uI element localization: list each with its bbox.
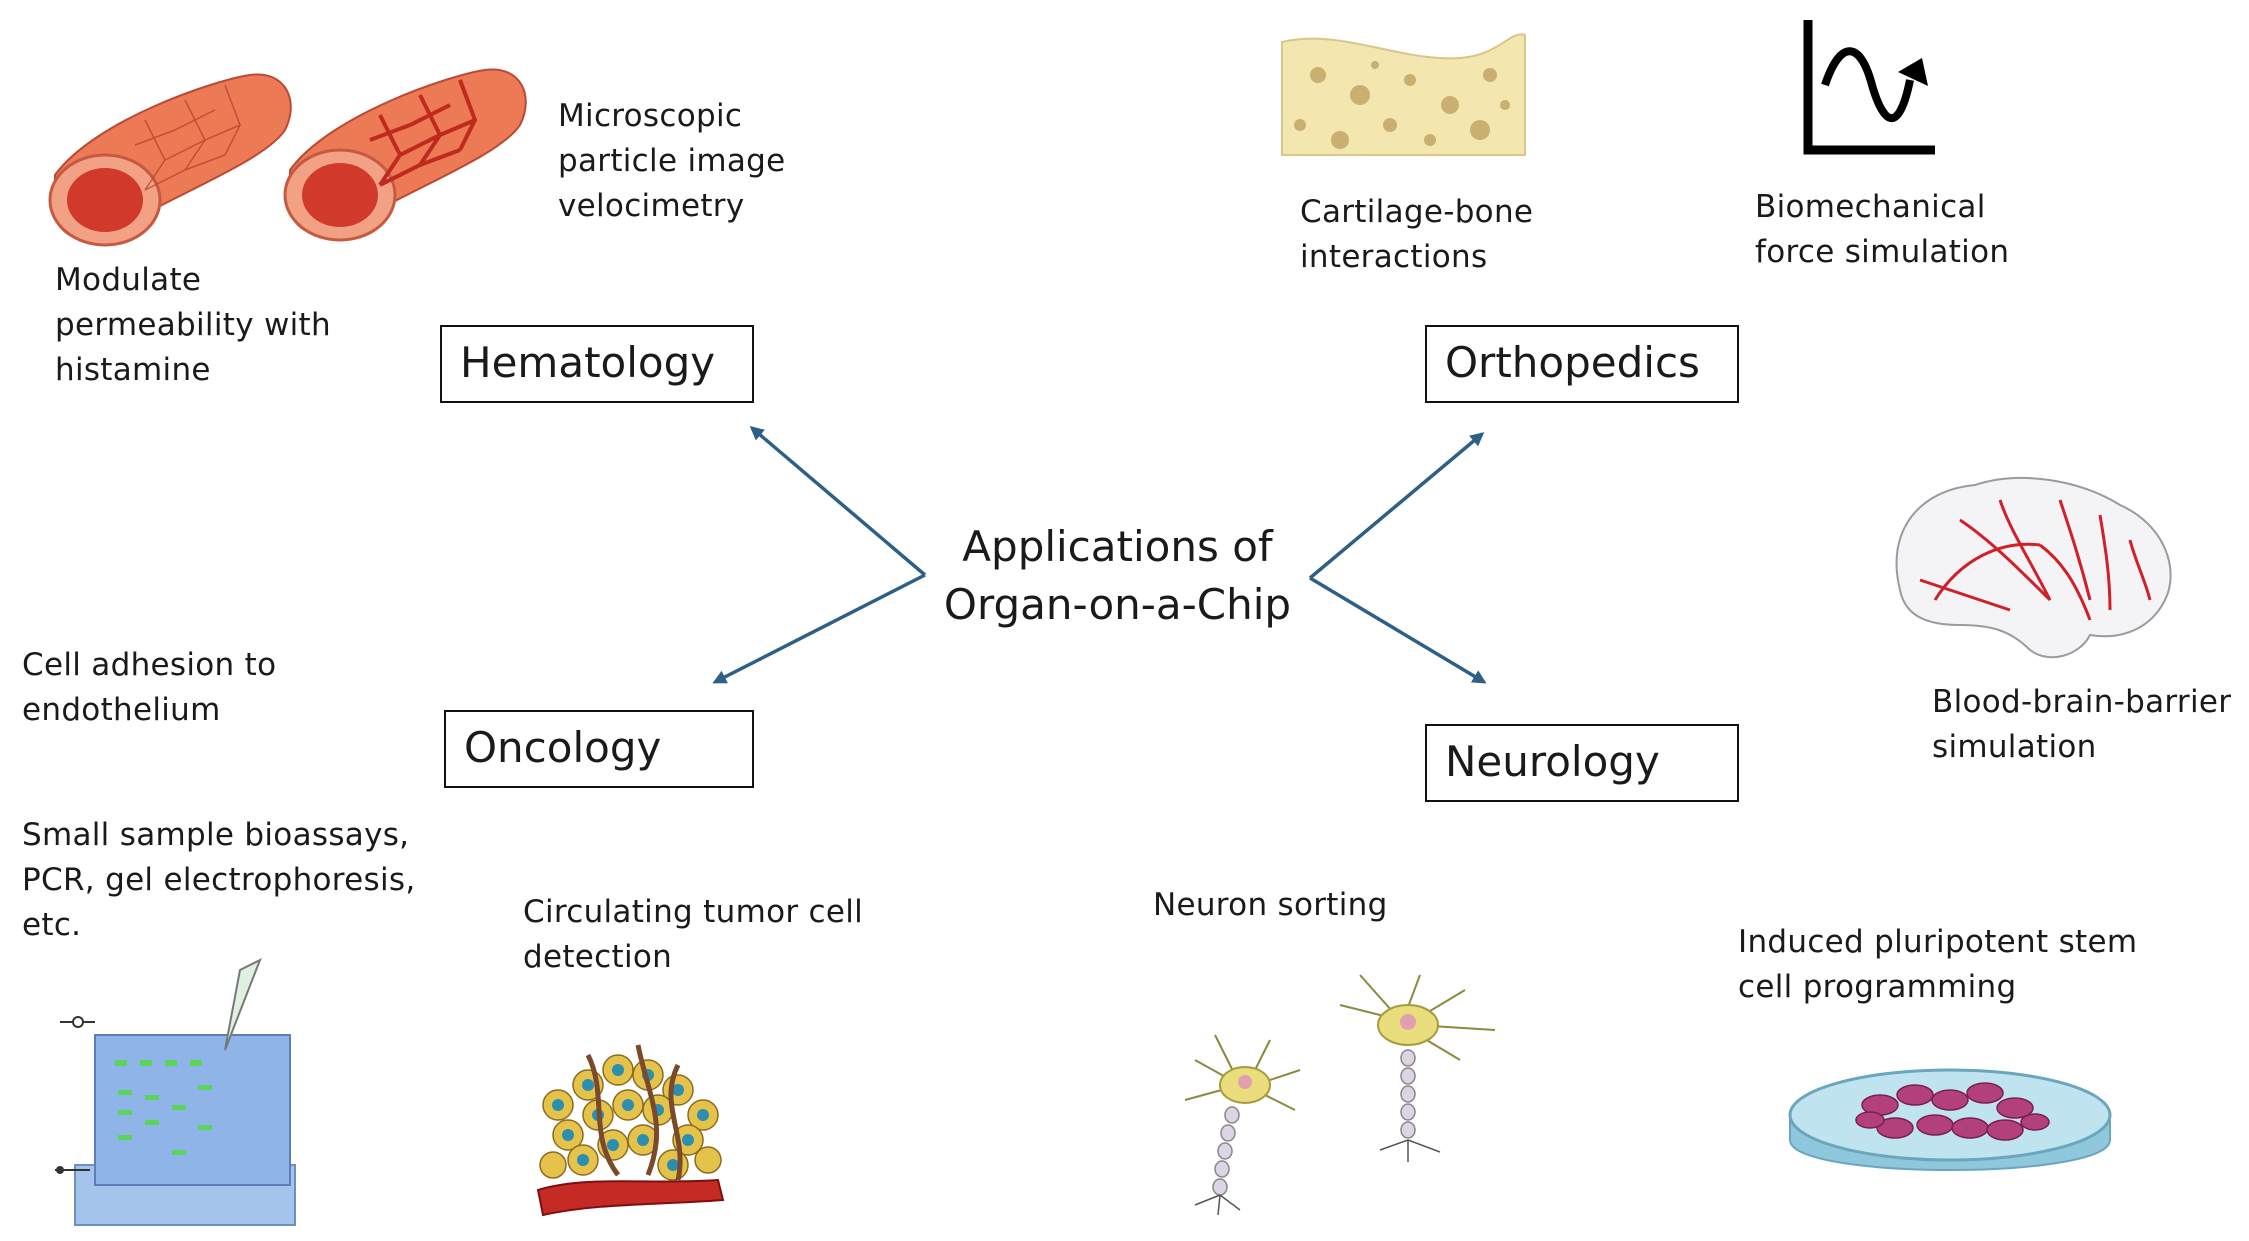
caption-permeability: Modulate permeability with histamine [55,262,331,388]
hematology-box: Hematology [440,325,754,403]
caption-neuron: Neuron sorting [1153,887,1388,923]
caption-adhesion: Cell adhesion to endothelium [22,647,277,728]
neurology-box: Neurology [1425,724,1739,802]
caption-biomech: Biomechanical force simulation [1755,189,2010,270]
arrow-to-oncology [712,573,926,684]
oncology-box: Oncology [444,710,754,788]
center-title-line2: Organ-on-a-Chip [943,580,1292,629]
arrow-to-neurology [1309,576,1487,684]
caption-bioassay: Small sample bioassays, PCR, gel electro… [22,817,416,943]
caption-ipsc: Induced pluripotent stem cell programmin… [1738,924,2138,1005]
caption-ctc: Circulating tumor cell detection [523,894,864,975]
caption-piv: Microscopic particle image velocimetry [558,98,786,224]
arrow-to-orthopedics [1308,432,1485,580]
arrow-to-hematology [749,426,927,577]
orthopedics-box: Orthopedics [1425,325,1739,403]
center-title: Applications of Organ-on-a-Chip [930,518,1305,634]
caption-bbb: Blood-brain-barrier simulation [1932,684,2232,765]
center-title-line1: Applications of [962,522,1273,571]
caption-cartilage: Cartilage-bone interactions [1300,194,1534,275]
